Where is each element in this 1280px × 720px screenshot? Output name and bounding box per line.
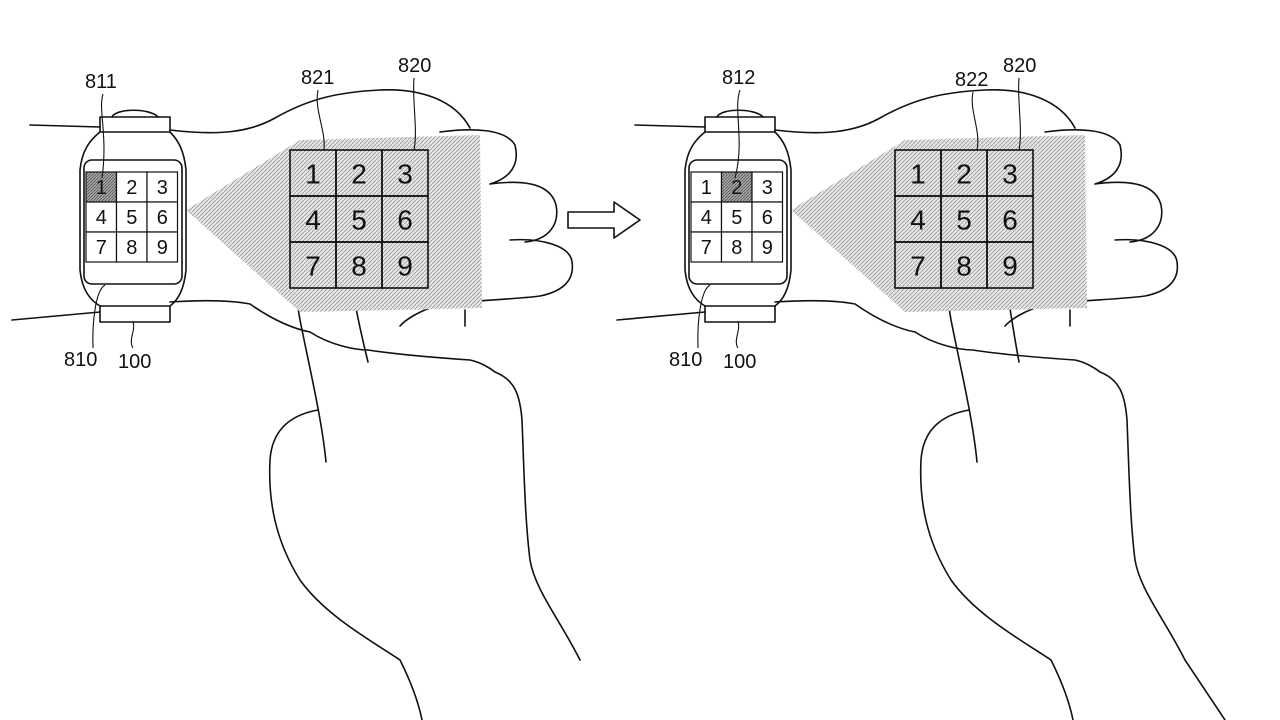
watch-key-4 bbox=[690, 201, 723, 233]
label-820: 820 bbox=[398, 55, 431, 77]
watch-key-label: 8 bbox=[731, 237, 742, 259]
watch-key-label: 4 bbox=[96, 207, 107, 229]
smartwatch bbox=[79, 109, 187, 323]
watch-key-label: 6 bbox=[762, 207, 773, 229]
watch-key-3 bbox=[751, 171, 784, 203]
right-arrow-icon bbox=[567, 201, 641, 239]
label-821: 821 bbox=[301, 67, 334, 89]
proj-key-9 bbox=[986, 241, 1034, 289]
watch-key-label: 3 bbox=[762, 177, 773, 199]
proj-key-label: 7 bbox=[305, 251, 321, 282]
proj-key-label: 6 bbox=[397, 205, 413, 236]
proj-key-label: 6 bbox=[1002, 205, 1018, 236]
watch-key-5 bbox=[115, 201, 148, 233]
proj-key-label: 8 bbox=[956, 251, 972, 282]
watch-key-label: 1 bbox=[701, 177, 712, 199]
proj-key-label: 9 bbox=[1002, 251, 1018, 282]
arm-outline-top bbox=[29, 89, 471, 134]
proj-key-label: 5 bbox=[351, 205, 367, 236]
label-812: 812 bbox=[722, 67, 755, 89]
label-810: 810 bbox=[669, 349, 702, 371]
watch-key-label: 1 bbox=[96, 177, 107, 199]
watch-key-label: 3 bbox=[157, 177, 168, 199]
watch-key-8 bbox=[115, 231, 148, 263]
watch-key-8 bbox=[720, 231, 753, 263]
watch-key-label: 7 bbox=[701, 237, 712, 259]
proj-key-label: 5 bbox=[956, 205, 972, 236]
watch-key-6 bbox=[146, 201, 179, 233]
projection-beam bbox=[186, 135, 482, 312]
label-100: 100 bbox=[723, 351, 756, 373]
proj-key-label: 9 bbox=[397, 251, 413, 282]
watch-key-label: 7 bbox=[96, 237, 107, 259]
watch-key-label: 2 bbox=[126, 177, 137, 199]
watch-key-label: 6 bbox=[157, 207, 168, 229]
label-100: 100 bbox=[118, 351, 151, 373]
label-811: 811 bbox=[85, 71, 117, 93]
label-820: 820 bbox=[1003, 55, 1036, 77]
hand-lower bbox=[309, 331, 581, 661]
proj-key-label: 1 bbox=[305, 159, 321, 190]
proj-key-label: 1 bbox=[910, 159, 926, 190]
pointing-hand bbox=[919, 409, 1074, 720]
arm-outline-bottom bbox=[11, 299, 311, 333]
label-810: 810 bbox=[64, 349, 97, 371]
proj-key-label: 4 bbox=[910, 205, 926, 236]
watch-key-label: 9 bbox=[762, 237, 773, 259]
watch-key-label: 9 bbox=[157, 237, 168, 259]
watch-key-label: 8 bbox=[126, 237, 137, 259]
proj-key-9 bbox=[381, 241, 429, 289]
proj-key-label: 2 bbox=[351, 159, 367, 190]
watch-key-7 bbox=[85, 231, 118, 263]
watch-key-label: 5 bbox=[126, 207, 137, 229]
proj-key-label: 3 bbox=[1002, 159, 1018, 190]
proj-key-label: 2 bbox=[956, 159, 972, 190]
proj-key-label: 7 bbox=[910, 251, 926, 282]
watch-key-3 bbox=[146, 171, 179, 203]
proj-key-label: 4 bbox=[305, 205, 321, 236]
watch-key-9 bbox=[146, 231, 179, 263]
watch-key-label: 4 bbox=[701, 207, 712, 229]
watch-key-label: 2 bbox=[731, 177, 742, 199]
watch-key-9 bbox=[751, 231, 784, 263]
watch-key-label: 5 bbox=[731, 207, 742, 229]
proj-key-label: 8 bbox=[351, 251, 367, 282]
pointing-hand bbox=[268, 409, 423, 720]
label-822: 822 bbox=[955, 69, 988, 91]
proj-key-label: 3 bbox=[397, 159, 413, 190]
